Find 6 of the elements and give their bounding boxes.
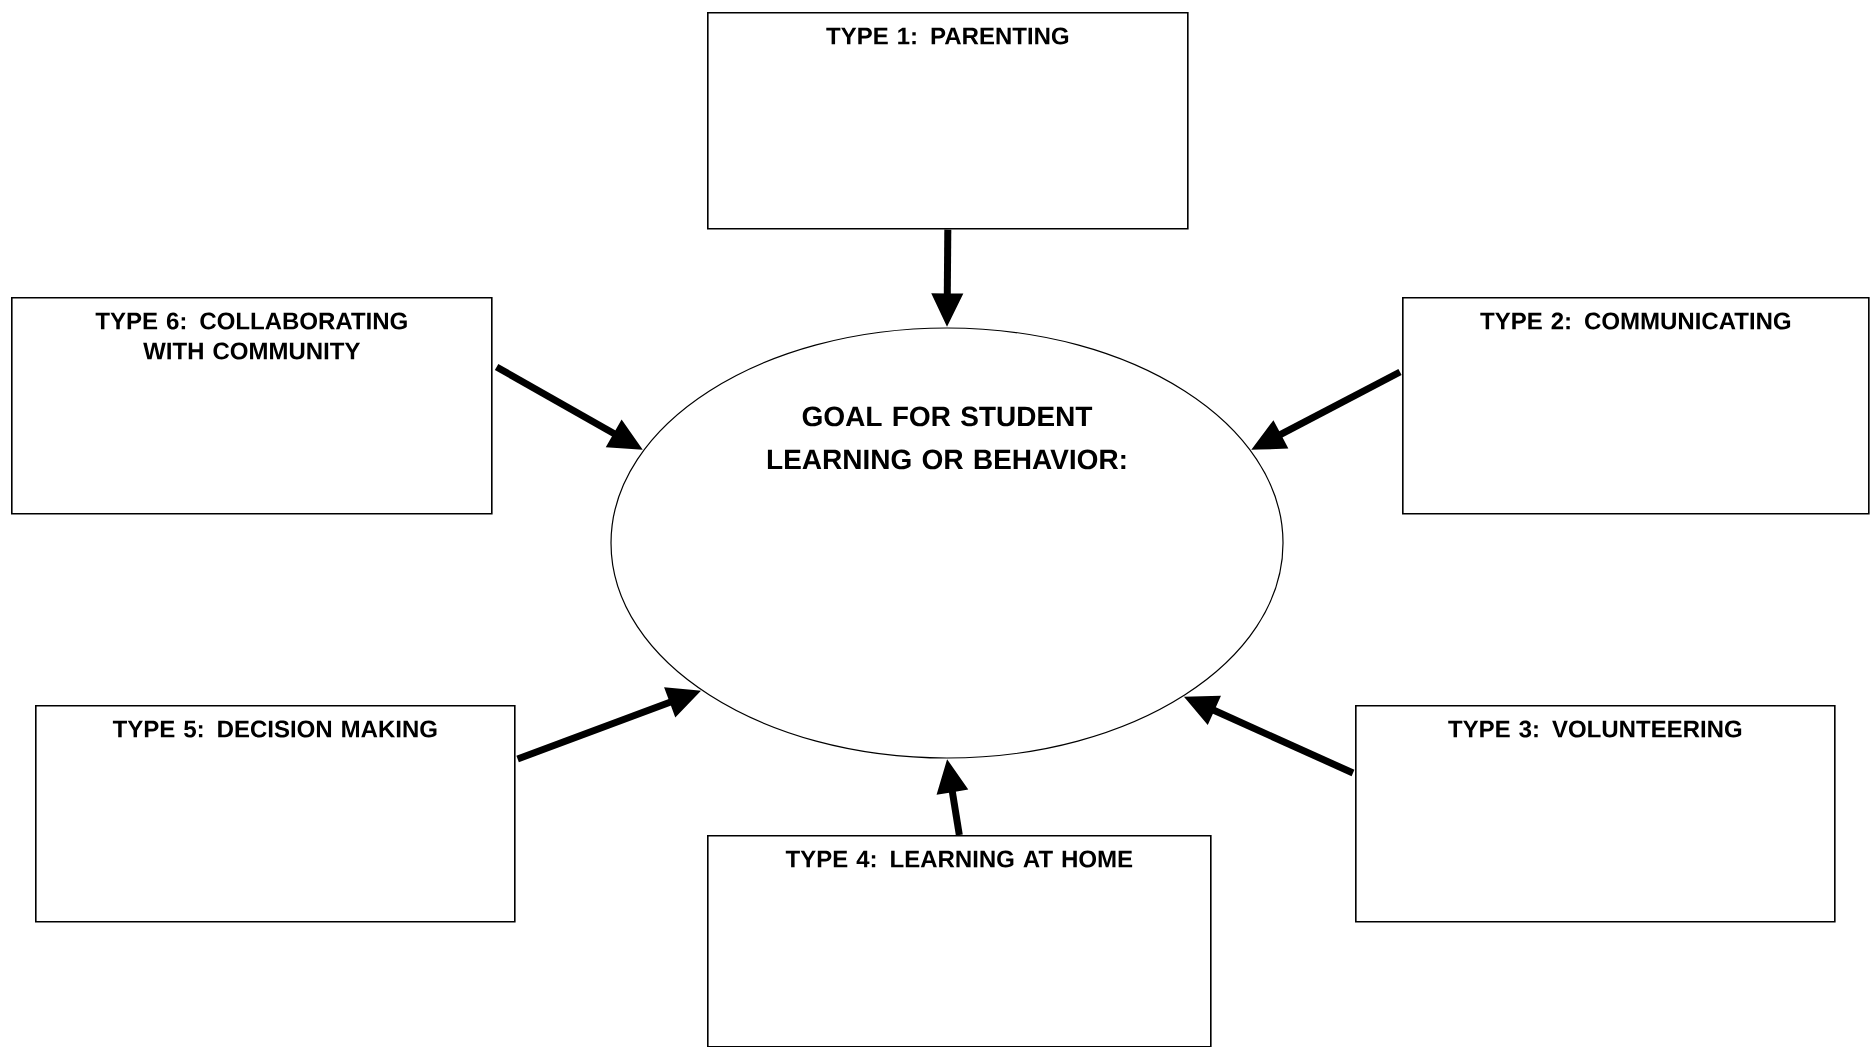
type-box: TYPE 5: DECISION MAKING bbox=[35, 705, 516, 923]
type-box: TYPE 1: PARENTING bbox=[707, 12, 1189, 230]
type-box: TYPE 3: VOLUNTEERING bbox=[1355, 705, 1836, 923]
type-box: TYPE 2: COMMUNICATING bbox=[1402, 297, 1870, 515]
type-box: TYPE 4: LEARNING AT HOME bbox=[707, 835, 1212, 1047]
type-box: TYPE 6: COLLABORATING WITH COMMUNITY bbox=[11, 297, 493, 515]
